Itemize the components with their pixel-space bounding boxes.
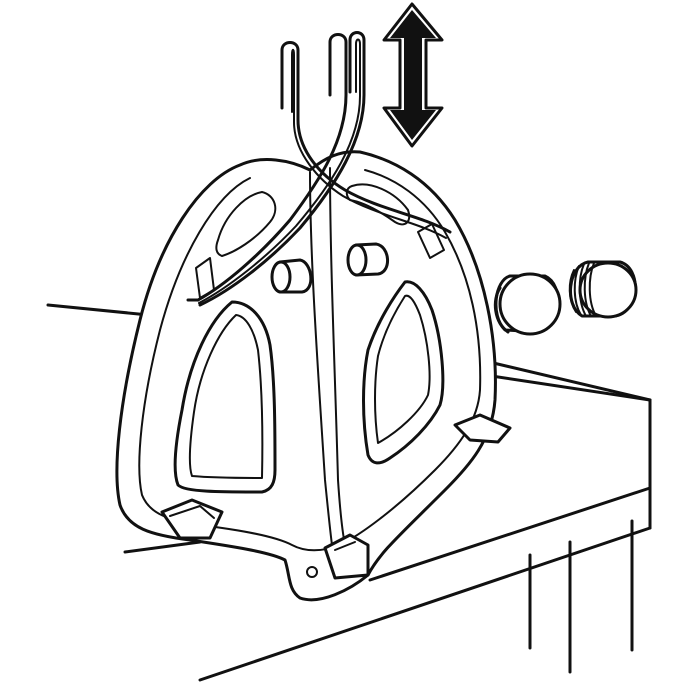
rod-left-inner [291, 48, 447, 239]
table-top-right-edge [483, 373, 652, 402]
stand-left-slot [215, 191, 277, 257]
rod-right-inner [198, 38, 361, 304]
rods [186, 31, 452, 307]
stand-foot-center-detail [334, 541, 356, 551]
stand-foot-center [323, 533, 370, 580]
stand-spine-right [329, 167, 346, 546]
rod-holder-left [270, 258, 313, 294]
rod-right-outer [196, 33, 348, 302]
stand-right-window-inner [374, 294, 431, 444]
table-front-bottom-edge [198, 526, 652, 682]
stand-foot-right [453, 413, 512, 444]
table-front-edge-left [123, 540, 202, 554]
table-front-top-edge [368, 486, 652, 582]
stand-left-window-inner [188, 314, 264, 479]
stand-left-window [173, 300, 277, 494]
stand-foot-left-detail [169, 505, 215, 519]
up-down-arrow-icon [382, 2, 444, 148]
sharpener-stand [115, 150, 512, 602]
rubber-foot-ridged [568, 260, 638, 319]
stand-foot-left [160, 498, 224, 540]
stand-right-tab [417, 223, 445, 259]
rod-left-outer [280, 41, 452, 234]
rubber-foot [493, 272, 562, 336]
stand-spine-left [309, 171, 333, 546]
stand-hole [306, 566, 318, 578]
rod-holder-right [346, 242, 389, 277]
stand-inner-rim [138, 169, 482, 552]
rod-right-middle [198, 31, 366, 307]
